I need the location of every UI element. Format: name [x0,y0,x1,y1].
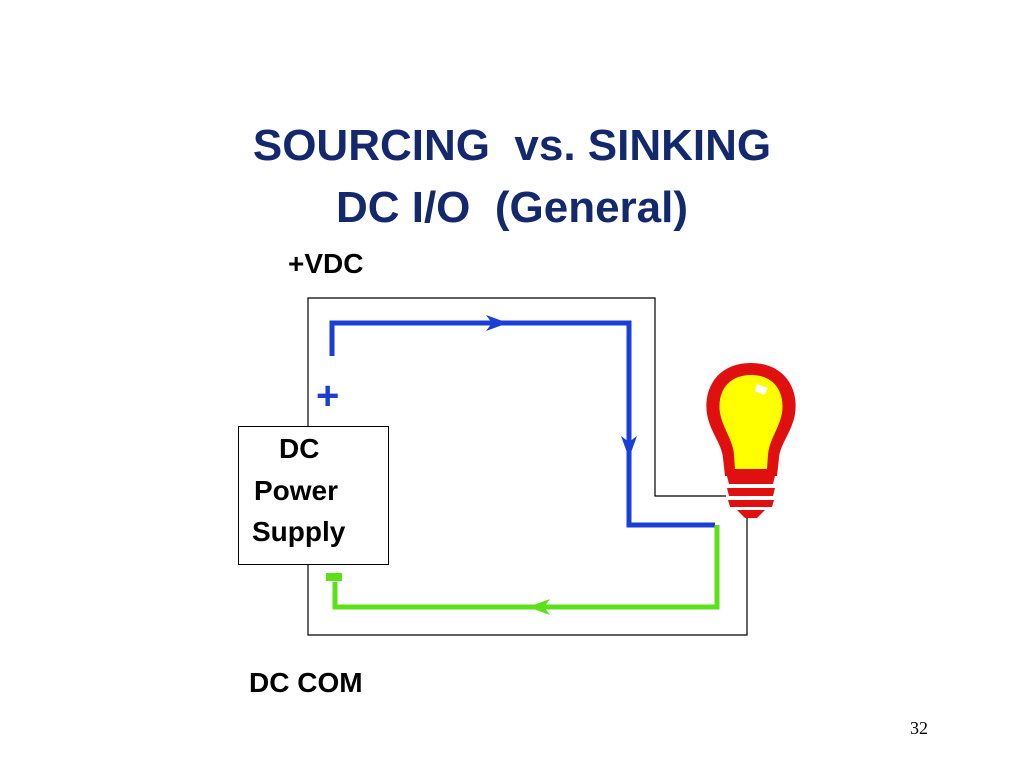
negative-current-path [332,525,720,615]
arrow-right-icon [486,315,508,331]
vdc-label: +VDC [288,248,364,279]
light-bulb-icon [706,363,796,518]
power-supply-label-line-2: Power [254,475,339,506]
circuit-wiring [307,297,748,636]
power-supply-label-line-1: DC [279,433,320,464]
page-number: 32 [910,718,928,738]
arrow-left-icon [528,599,550,615]
dc-power-supply-box: DC Power Supply [238,426,389,565]
arrow-down-icon [621,436,637,458]
dc-com-label: DC COM [249,667,363,698]
slide-title-line-2: DC I/O (General) [335,183,689,232]
wire-bottom-return [307,514,748,636]
power-supply-label-line-3: Supply [252,516,346,547]
positive-terminal-sign: + [316,374,340,418]
positive-current-path [329,315,715,528]
slide-title-line-1: SOURCING vs. SINKING [252,121,772,170]
wire-outer-loop [307,297,726,497]
negative-terminal-sign [326,573,342,581]
